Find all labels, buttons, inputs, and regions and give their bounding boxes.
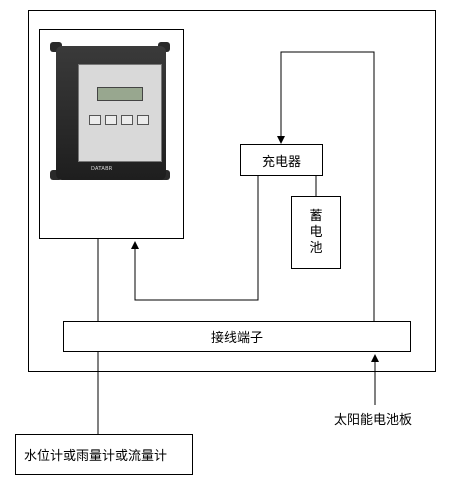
charger-label: 充电器 — [261, 154, 301, 170]
device-display — [97, 87, 143, 101]
wire-charger-to-device — [131, 176, 259, 301]
device-brand-label: DATABR — [91, 166, 113, 172]
battery-box: 蓄 电 池 — [291, 196, 341, 269]
terminal-block-box: 接线端子 — [63, 321, 411, 352]
charger-box: 充电器 — [240, 144, 323, 176]
solar-panel-label: 太阳能电池板 — [334, 413, 413, 428]
battery-label: 蓄 电 池 — [309, 208, 323, 256]
meter-label: 水位计或雨量计或流量计 — [24, 449, 168, 464]
wire-panel-to-charger — [277, 51, 375, 321]
terminal-block-label: 接线端子 — [210, 331, 263, 346]
controller-device-photo: DATABR — [48, 38, 174, 188]
meter-box: 水位计或雨量计或流量计 — [15, 434, 193, 475]
